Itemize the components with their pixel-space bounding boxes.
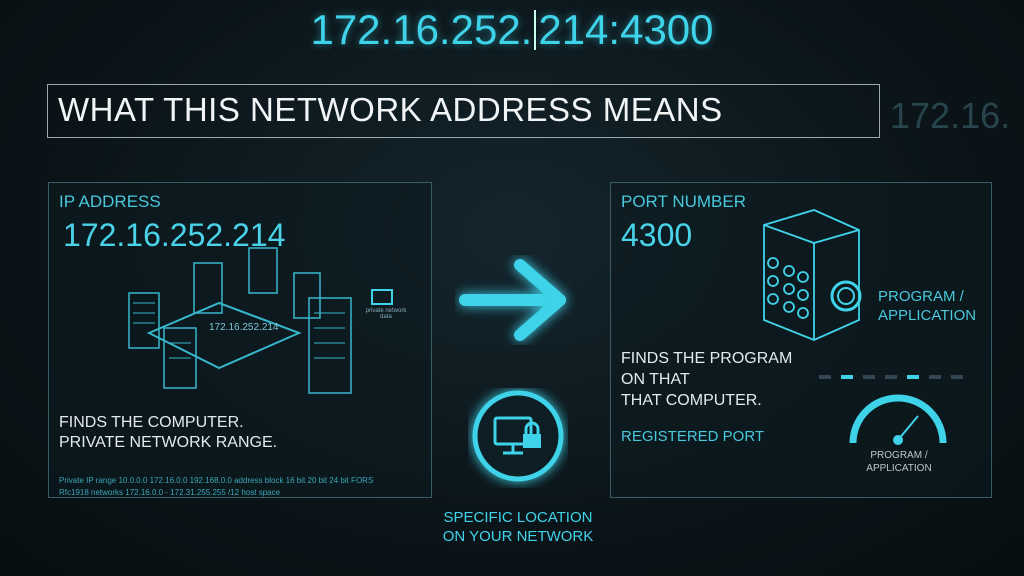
ip-desc-1: FINDS THE COMPUTER.: [59, 414, 244, 431]
target-icon: [830, 280, 862, 312]
program-label: PROGRAM / APPLICATION: [878, 287, 976, 325]
arrow-right-icon: [459, 259, 566, 341]
diagram-ip-label: 172.16.252.214: [209, 322, 279, 333]
port-desc: FINDS THE PROGRAM ON THAT THAT COMPUTER.: [621, 348, 792, 411]
ip-desc-2: PRIVATE NETWORK RANGE.: [59, 434, 278, 451]
address-port-part: 214:4300: [538, 6, 714, 53]
ip-value: 172.16.252.214: [63, 217, 286, 253]
gauge-label: PROGRAM / APPLICATION: [849, 449, 949, 475]
gauge-icon: [849, 394, 947, 445]
ip-label: IP ADDRESS: [59, 192, 161, 211]
side-note: private network data: [365, 308, 407, 320]
program-line-2: APPLICATION: [878, 307, 977, 324]
port-desc-3: THAT COMPUTER.: [621, 392, 762, 409]
gauge-line-2: APPLICATION: [866, 463, 932, 474]
ip-footer-2: Rfc1918 networks 172.16.0.0 - 172.31.255…: [59, 488, 281, 497]
address-title: 172.16.252.214:4300: [0, 6, 1024, 54]
server-keypad-icon: [763, 209, 860, 341]
ghost-address: 172.16.: [890, 95, 1011, 136]
port-value: 4300: [621, 217, 693, 253]
text-cursor: [534, 10, 537, 50]
ip-address-panel: IP ADDRESS 172.16.252.214 172.16.252.214…: [48, 182, 432, 498]
computer-lock-icon: [472, 390, 564, 482]
center-caption: SPECIFIC LOCATION ON YOUR NETWORK: [418, 508, 618, 546]
port-number-panel: PORT NUMBER 4300 PROGRAM / APPLICATION FI…: [610, 182, 992, 498]
port-type: REGISTERED PORT: [621, 428, 765, 445]
document-icon: [371, 289, 393, 305]
gauge-line-1: PROGRAM /: [870, 450, 928, 461]
port-label: PORT NUMBER: [621, 192, 747, 211]
ip-footer-1: Private IP range 10.0.0.0 172.16.0.0 192…: [59, 476, 374, 485]
port-desc-1: FINDS THE PROGRAM: [621, 350, 793, 367]
port-desc-2: ON THAT: [621, 371, 690, 388]
caption-line-2: ON YOUR NETWORK: [442, 528, 594, 545]
program-line-1: PROGRAM /: [878, 288, 964, 305]
section-heading: WHAT THIS NETWORK ADDRESS MEANS: [47, 84, 880, 138]
address-ip-part: 172.16.252.: [310, 6, 533, 53]
caption-line-1: SPECIFIC LOCATION: [443, 509, 593, 526]
server-network-icon: [128, 247, 352, 394]
indicator-dots: [819, 375, 963, 379]
